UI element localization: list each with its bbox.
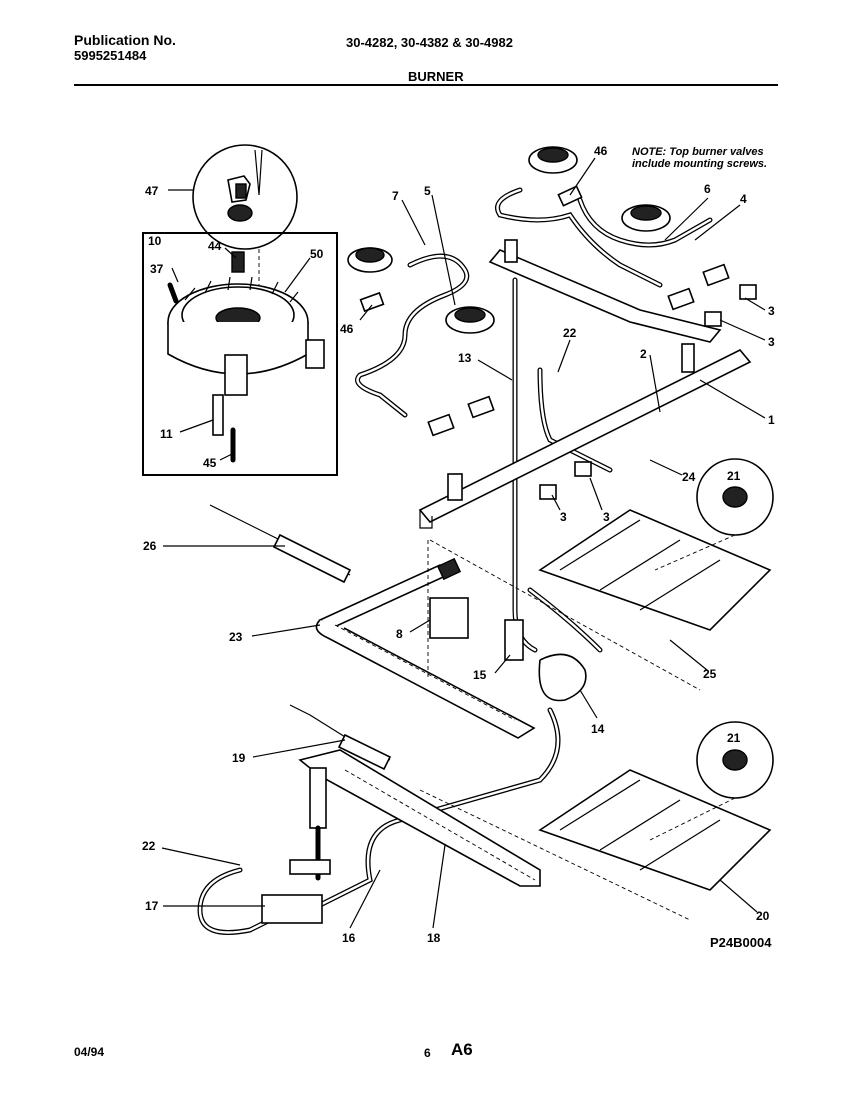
callout-15: 15 <box>473 668 487 682</box>
burner-valves <box>427 263 757 500</box>
callout-46-left: 46 <box>340 322 354 336</box>
footer-date: 04/94 <box>74 1045 105 1059</box>
leader-lines <box>161 157 766 929</box>
callout-24: 24 <box>682 470 696 484</box>
broil-burner <box>298 749 541 887</box>
callout-11: 11 <box>160 427 173 441</box>
note: NOTE: Top burner valves include mounting… <box>632 146 792 170</box>
detail-magnifier <box>168 144 298 300</box>
callout-22-bottom: 22 <box>142 839 156 853</box>
callout-19: 19 <box>232 751 246 765</box>
header-rule <box>74 84 778 86</box>
igniters <box>209 504 392 771</box>
assembly-lines <box>419 539 701 921</box>
callout-3-d: 3 <box>603 510 610 524</box>
callout-46-top: 46 <box>594 144 608 158</box>
model-numbers: 30-4282, 30-4382 & 30-4982 <box>346 35 513 50</box>
callout-4: 4 <box>740 192 747 206</box>
callout-45: 45 <box>203 456 217 470</box>
callout-3-b: 3 <box>768 335 775 349</box>
callout-20: 20 <box>756 909 770 923</box>
callout-5: 5 <box>424 184 431 198</box>
publication-number: 5995251484 <box>74 48 147 63</box>
callout-44: 44 <box>208 239 222 253</box>
detail-inset-box <box>142 232 338 476</box>
callout-3-c: 3 <box>560 510 567 524</box>
callout-26: 26 <box>143 539 157 553</box>
callout-8: 8 <box>396 627 403 641</box>
figure-code: P24B0004 <box>710 935 772 950</box>
footer-code: A6 <box>451 1040 473 1059</box>
callout-7: 7 <box>392 189 399 203</box>
callout-10: 10 <box>148 234 162 248</box>
burner-baffles <box>538 458 774 891</box>
callout-16: 16 <box>342 931 356 945</box>
callout-47: 47 <box>145 184 159 198</box>
callout-3-a: 3 <box>768 304 775 318</box>
publication-label: Publication No. <box>74 32 176 48</box>
oven-burner <box>315 557 536 739</box>
note-line-1: NOTE: Top burner valves <box>632 146 764 158</box>
callout-25: 25 <box>703 667 717 681</box>
controls <box>261 597 587 924</box>
callout-21-top: 21 <box>727 469 741 483</box>
footer-page-number: 6 <box>424 1046 431 1060</box>
callout-22-top: 22 <box>563 326 577 340</box>
callout-1: 1 <box>768 413 775 427</box>
callout-21-bottom: 21 <box>727 731 741 745</box>
note-line-2: include mounting screws. <box>632 158 768 170</box>
callout-50: 50 <box>310 247 324 261</box>
callout-37: 37 <box>150 262 164 276</box>
manifold <box>418 239 752 529</box>
callout-labels: 47 10 44 50 37 11 45 7 5 46 46 6 4 3 3 3… <box>142 144 775 945</box>
callout-6: 6 <box>704 182 711 196</box>
section-title: BURNER <box>408 69 464 84</box>
top-burners <box>347 146 671 334</box>
callout-14: 14 <box>591 722 605 736</box>
callout-17: 17 <box>145 899 159 913</box>
callout-13: 13 <box>458 351 472 365</box>
callout-23: 23 <box>229 630 243 644</box>
callout-2: 2 <box>640 347 647 361</box>
callout-18: 18 <box>427 931 441 945</box>
